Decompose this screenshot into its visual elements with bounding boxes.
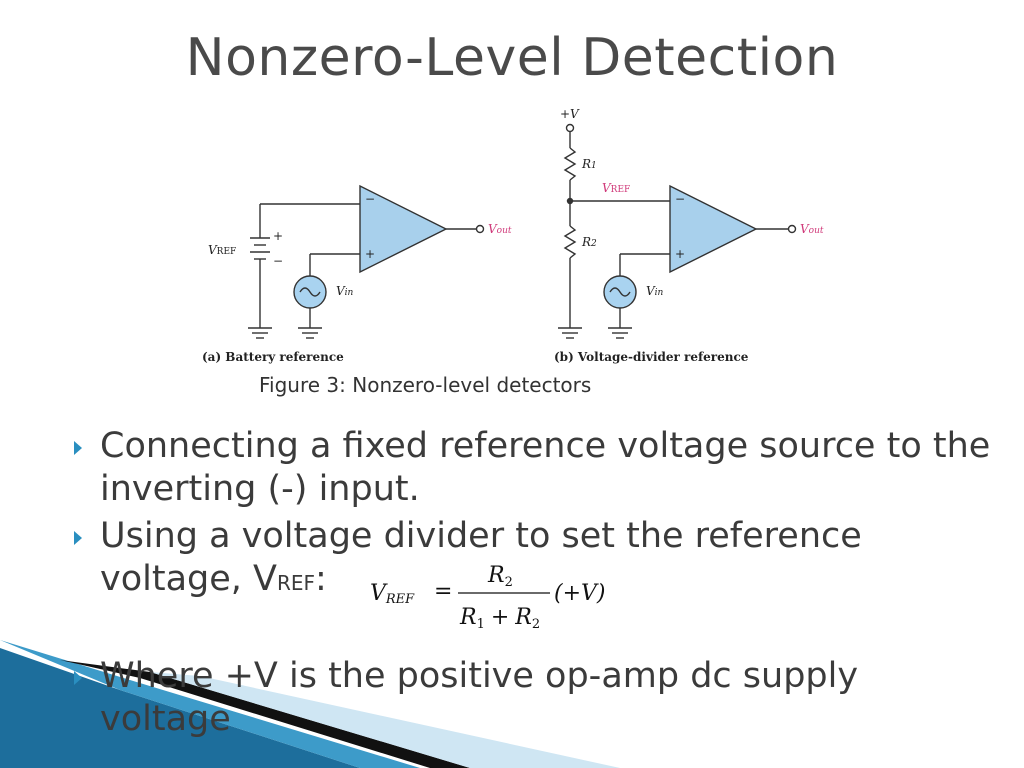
panel-a-caption: (a) Battery reference <box>202 350 344 364</box>
battery-plus: + <box>273 229 283 243</box>
vref-formula: VREF = R2 R1+R2 (+V) <box>370 563 606 632</box>
bullet-text: Where +V is the positive op-amp dc suppl… <box>100 656 859 739</box>
panel-b-caption: (b) Voltage-divider reference <box>554 350 749 364</box>
bullet-text: Using a voltage divider to set the refer… <box>100 516 862 599</box>
bullet-arrow-icon <box>74 671 82 685</box>
b-minus-label: − <box>675 192 685 206</box>
bullet-text: Connecting a fixed reference voltage sou… <box>100 426 991 509</box>
page-title: Nonzero-Level Detection <box>185 28 839 88</box>
b-vout-label: Vout <box>800 222 824 236</box>
a-vref-label: VREF <box>208 243 236 257</box>
formula-numerator: R2 <box>487 563 513 590</box>
b-plus-label: + <box>675 247 685 261</box>
battery-minus: − <box>273 254 283 268</box>
b-vref-label: VREF <box>602 181 630 195</box>
bullet-item: Using a voltage divider to set the refer… <box>72 515 992 605</box>
formula-factor: (+V) <box>554 581 606 606</box>
figure-caption: Figure 3: Nonzero-level detectors <box>259 373 592 397</box>
formula-lhs: VREF <box>370 581 415 607</box>
b-r1-label: R1 <box>581 157 597 171</box>
a-minus-label: − <box>365 192 375 206</box>
formula-equals: = <box>434 579 452 604</box>
bullet-item: Connecting a fixed reference voltage sou… <box>72 425 992 511</box>
bullet-arrow-icon <box>74 441 82 455</box>
formula-denominator: R1+R2 <box>459 605 540 632</box>
bullet-item: Where +V is the positive op-amp dc suppl… <box>72 655 992 741</box>
bullet-arrow-icon <box>74 531 82 545</box>
a-vout-label: Vout <box>488 222 512 236</box>
circuit-figure: − + VREF + − Vin Vout (a) Battery refere… <box>202 107 824 364</box>
bullet-list: Connecting a fixed reference voltage sou… <box>72 425 992 745</box>
a-vin-label: Vin <box>336 284 354 298</box>
b-r2-label: R2 <box>581 235 597 249</box>
b-vin-label: Vin <box>646 284 664 298</box>
a-plus-label: + <box>365 247 375 261</box>
b-supply-label: +V <box>560 107 580 121</box>
